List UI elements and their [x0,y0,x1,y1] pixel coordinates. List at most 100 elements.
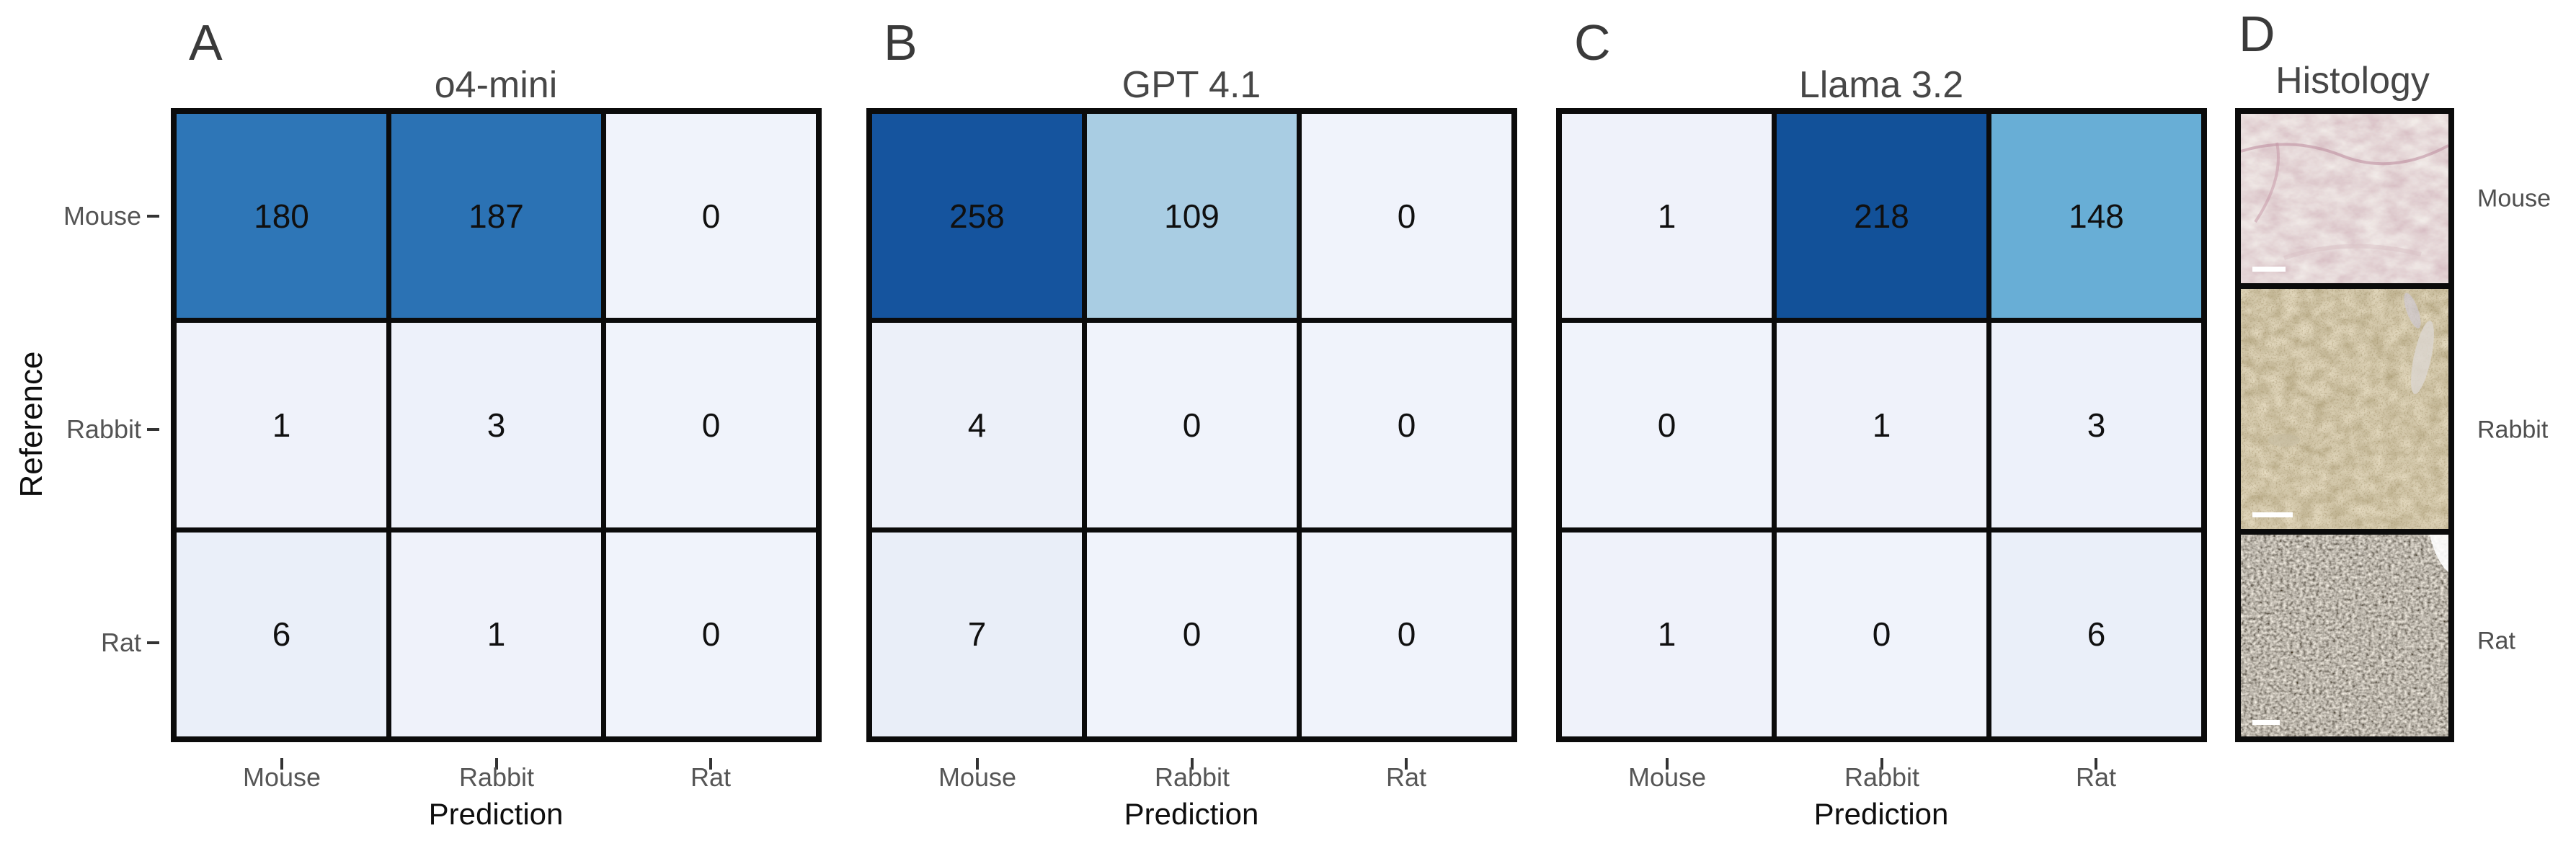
histology-image-rabbit [2241,289,2448,529]
y-tick [147,428,159,431]
panel-letter-c: C [1574,14,1612,71]
cell-value: 7 [967,615,987,654]
matrix-cell: 0 [1302,532,1511,736]
panel-title-gpt-4-1: GPT 4.1 [1122,64,1261,106]
cell-value: 3 [2087,406,2106,444]
matrix-cell: 0 [606,114,816,318]
matrix-cell: 0 [606,323,816,527]
x-axis-label: Prediction [1124,797,1259,831]
matrix-cell: 1 [1562,114,1772,318]
panel-title-histology: Histology [2275,60,2430,102]
x-tick [976,758,979,770]
col-label-rat: Rat [1385,762,1427,792]
cell-value: 1 [1872,406,1891,444]
panel-letter-d: D [2239,6,2276,62]
row-label-rabbit: Rabbit [66,414,141,444]
cell-value: 0 [701,615,721,654]
x-tick [280,758,283,770]
y-tick [147,641,159,644]
matrix-cell: 1 [1777,323,1986,527]
panel-letter-b: B [884,14,918,71]
scale-bar [2252,720,2280,725]
cell-value: 187 [468,197,524,235]
scale-bar [2252,512,2293,517]
matrix-cell: 109 [1087,114,1297,318]
matrix-cell: 187 [391,114,601,318]
matrix-cell: 0 [606,532,816,736]
x-tick [1405,758,1408,770]
matrix-cell: 6 [1991,532,2201,736]
cell-value: 218 [1854,197,1909,235]
matrix-cell: 4 [872,323,1082,527]
cell-value: 4 [967,406,987,444]
matrix-cell: 6 [177,532,386,736]
matrix-cell: 0 [1777,532,1986,736]
matrix-cell: 148 [1991,114,2201,318]
rat-tissue-texture [2241,535,2448,736]
cell-value: 0 [701,197,721,235]
histology-label-mouse: Mouse [2477,184,2551,213]
cell-value: 0 [1397,406,1416,444]
cell-value: 0 [1182,615,1202,654]
matrix-cell: 3 [391,323,601,527]
rabbit-tissue-texture [2241,289,2448,529]
cell-value: 6 [272,615,291,654]
histology-label-rabbit: Rabbit [2477,416,2549,444]
x-tick [1666,758,1669,770]
cell-value: 0 [1182,406,1202,444]
row-label-mouse: Mouse [63,201,141,231]
histology-label-rat: Rat [2477,627,2515,655]
panel-letter-a: A [189,14,223,71]
histology-image-mouse [2241,114,2448,283]
col-label-rat: Rat [2075,762,2117,792]
x-axis-label: Prediction [1813,797,1949,831]
cell-value: 1 [1657,197,1676,235]
matrix-cell: 0 [1087,532,1297,736]
matrix-cell: 0 [1087,323,1297,527]
cell-value: 148 [2069,197,2124,235]
matrix-cell: 0 [1562,323,1772,527]
mouse-tissue-texture [2241,114,2448,283]
panel-title-llama-3-2: Llama 3.2 [1798,64,1964,106]
cell-value: 109 [1164,197,1220,235]
scale-bar [2252,267,2286,272]
x-axis-label: Prediction [428,797,564,831]
x-tick [495,758,498,770]
col-label-mouse: Mouse [242,762,321,792]
matrix-cell: 0 [1302,323,1511,527]
histology-panel [2235,108,2454,742]
matrix-cell: 0 [1302,114,1511,318]
col-label-rat: Rat [690,762,732,792]
col-label-rabbit: Rabbit [1154,762,1230,792]
confusion-matrix-gpt-4-1: 258 109 0 4 0 0 7 0 0 [866,108,1517,742]
x-tick [2095,758,2097,770]
cell-value: 258 [949,197,1005,235]
matrix-cell: 1 [1562,532,1772,736]
confusion-matrix-llama-3-2: 1 218 148 0 1 3 1 0 6 [1556,108,2207,742]
cell-value: 0 [1872,615,1891,654]
confusion-matrix-o4-mini: 180 187 0 1 3 0 6 1 0 [171,108,822,742]
cell-value: 6 [2087,615,2106,654]
panel-title-o4-mini: o4-mini [434,64,558,106]
matrix-cell: 7 [872,532,1082,736]
col-label-mouse: Mouse [1627,762,1707,792]
cell-value: 1 [1657,615,1676,654]
matrix-cell: 1 [391,532,601,736]
cell-value: 180 [254,197,309,235]
cell-value: 1 [272,406,291,444]
cell-value: 1 [487,615,506,654]
cell-value: 0 [1657,406,1676,444]
col-label-rabbit: Rabbit [458,762,535,792]
cell-value: 0 [1397,197,1416,235]
col-label-mouse: Mouse [938,762,1017,792]
cell-value: 3 [487,406,506,444]
matrix-cell: 218 [1777,114,1986,318]
x-tick [1191,758,1194,770]
cell-value: 0 [701,406,721,444]
y-tick [147,215,159,218]
matrix-cell: 180 [177,114,386,318]
histology-image-rat [2241,535,2448,736]
matrix-cell: 3 [1991,323,2201,527]
x-tick [709,758,712,770]
x-tick [1880,758,1883,770]
